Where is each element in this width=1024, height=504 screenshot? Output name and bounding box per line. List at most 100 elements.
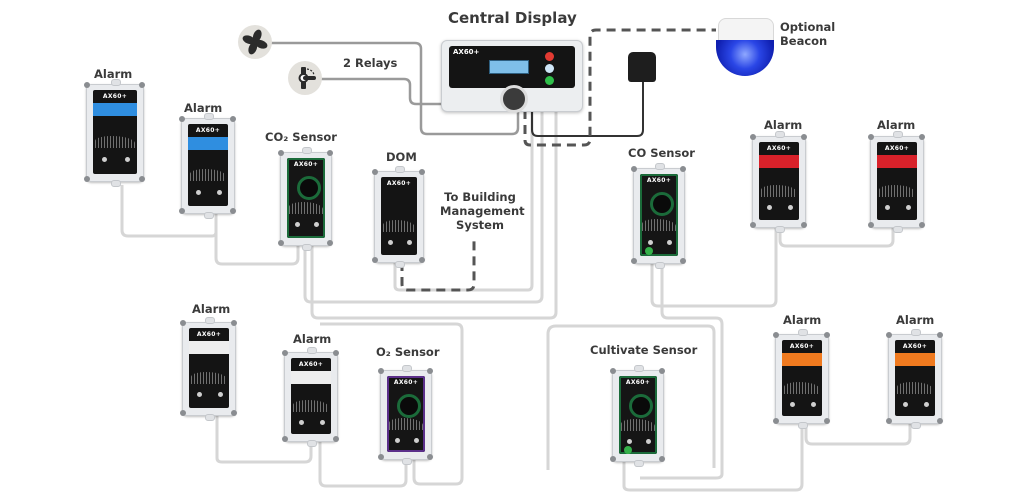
- dom-label: DOM: [386, 150, 417, 164]
- beacon-icon: [716, 18, 774, 80]
- screw: [180, 410, 186, 416]
- indicator-led: [294, 222, 300, 228]
- indicator-led: [647, 239, 653, 245]
- alarm-unit: AX60+: [84, 79, 145, 187]
- wave-graphic: [191, 372, 227, 385]
- mount-tab: [302, 147, 312, 154]
- mount-tab: [395, 166, 405, 173]
- screw: [680, 258, 686, 264]
- screw: [750, 222, 756, 228]
- status-ok-icon: [645, 247, 653, 256]
- screw: [427, 454, 433, 460]
- indicator-led: [903, 401, 908, 407]
- sensor-inlet: [629, 394, 653, 418]
- alarm-unit: AX60+: [179, 113, 236, 219]
- screw: [231, 320, 237, 326]
- screw: [419, 257, 425, 263]
- indicator-led: [216, 189, 222, 195]
- screw: [333, 350, 339, 356]
- co-sensor-label: CO Sensor: [628, 146, 695, 160]
- optional-beacon-label-line1: Optional: [780, 20, 836, 34]
- screw: [610, 368, 616, 374]
- mount-tab: [307, 440, 317, 447]
- screw: [886, 418, 892, 424]
- indicator-led: [124, 157, 130, 163]
- wire: [778, 226, 895, 248]
- mount-tab: [111, 79, 121, 86]
- o2-sensor-unit: AX60+: [378, 365, 433, 465]
- screw: [378, 368, 384, 374]
- screw: [631, 166, 637, 172]
- screw: [179, 116, 185, 122]
- mount-tab: [402, 458, 412, 465]
- alarm-unit: AX60+: [180, 317, 237, 421]
- wave-graphic: [389, 418, 423, 431]
- screw: [230, 116, 236, 122]
- co2-sensor-unit: AX60+: [278, 147, 333, 251]
- wave-graphic: [879, 185, 915, 198]
- indicator-led: [767, 205, 772, 210]
- screw: [282, 350, 288, 356]
- damper-valve-icon: [288, 61, 322, 95]
- mount-tab: [775, 226, 785, 233]
- indicator-led: [646, 439, 652, 444]
- wire: [303, 110, 544, 304]
- screw: [180, 320, 186, 326]
- screw: [659, 456, 665, 462]
- dom-unit: AX60+: [372, 166, 425, 268]
- indicator-led: [319, 419, 325, 425]
- screw: [631, 258, 637, 264]
- screw: [610, 456, 616, 462]
- bms-label-line1: To Building: [444, 190, 516, 204]
- mount-tab: [302, 244, 312, 251]
- wire: [214, 212, 300, 266]
- alarm-status-band: [188, 137, 228, 150]
- relay-wire-fan: [270, 41, 520, 136]
- indicator-led: [790, 401, 795, 407]
- wire: [640, 263, 724, 480]
- screw: [680, 166, 686, 172]
- screw: [937, 418, 943, 424]
- screw: [868, 222, 874, 228]
- screw: [824, 418, 830, 424]
- screw: [139, 176, 145, 182]
- wave-graphic: [761, 185, 797, 198]
- power-wire: [531, 82, 644, 137]
- screw: [179, 208, 185, 214]
- indicator-led: [388, 240, 394, 245]
- mount-tab: [395, 261, 405, 268]
- mount-tab: [911, 329, 921, 336]
- alarm-unit: AX60+: [282, 347, 339, 447]
- screw: [919, 222, 925, 228]
- co2-sensor-label: CO₂ Sensor: [265, 130, 337, 144]
- indicator-led: [217, 392, 223, 398]
- lcd-screen: [489, 60, 529, 74]
- alarm-status-band: [291, 371, 331, 384]
- screw: [230, 208, 236, 214]
- screw: [231, 410, 237, 416]
- alarm-status-band: [93, 103, 137, 116]
- power-plug-icon: [628, 52, 656, 82]
- bms-label-line2: Management: [440, 204, 525, 218]
- status-ok-icon: [624, 446, 632, 454]
- bms-label: To Building Management System: [440, 190, 525, 232]
- sensor-inlet: [297, 176, 321, 200]
- mount-tab: [205, 317, 215, 324]
- screw: [773, 332, 779, 338]
- device-brand: AX60+: [789, 343, 815, 350]
- device-brand: AX60+: [196, 331, 222, 338]
- device-brand: AX60+: [298, 361, 324, 368]
- wave-graphic: [190, 169, 226, 182]
- central-display-unit: AX60+: [441, 40, 583, 113]
- device-brand: AX60+: [102, 93, 128, 100]
- alarm-unit: AX60+: [773, 329, 830, 429]
- indicator-led: [414, 437, 420, 443]
- screw: [139, 82, 145, 88]
- cultivate-sensor-unit: AX60+: [610, 365, 665, 467]
- mount-tab: [655, 262, 665, 269]
- device-brand: AX60+: [766, 145, 792, 152]
- mount-tab: [205, 414, 215, 421]
- cultivate-sensor-label: Cultivate Sensor: [590, 343, 698, 357]
- indicator-led: [101, 157, 107, 163]
